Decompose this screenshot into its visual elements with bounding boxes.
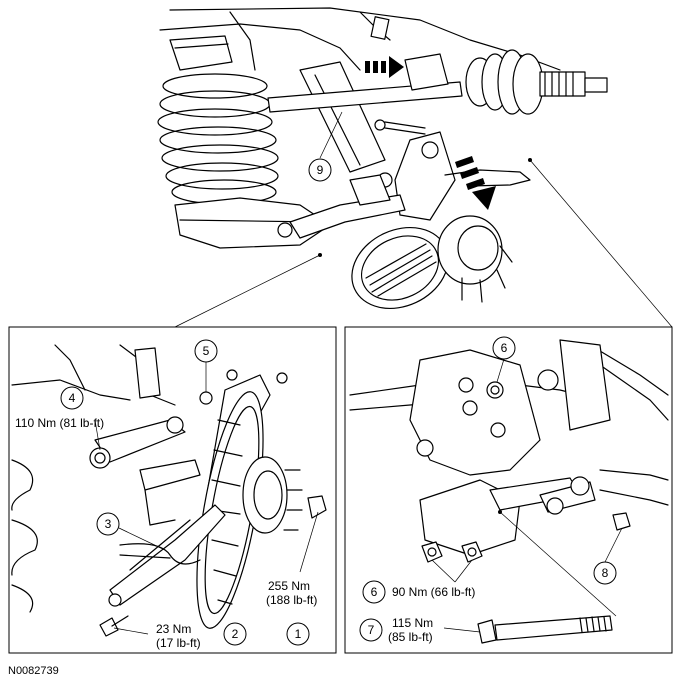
torque-label-1-line1: 255 Nm xyxy=(268,579,310,593)
direction-arrow-right xyxy=(365,56,404,78)
torque-label-1-line2: (188 lb-ft) xyxy=(266,593,317,607)
torque-label-2-line2: (17 lb-ft) xyxy=(156,636,201,650)
figure-id: N0082739 xyxy=(8,665,59,677)
callout-1: 1 xyxy=(295,627,302,641)
callout-7: 7 xyxy=(368,623,375,637)
callout-4: 4 xyxy=(69,391,76,405)
torque-label-6: 90 Nm (66 lb-ft) xyxy=(392,585,475,599)
overview-illustration: 9 xyxy=(157,7,673,328)
long-bolt xyxy=(477,615,613,644)
hub-rotor xyxy=(351,215,513,310)
coil-spring xyxy=(157,73,279,205)
direction-arrow-down xyxy=(455,156,496,210)
torque-label-4: 110 Nm (81 lb-ft) xyxy=(15,416,104,430)
callout-5: 5 xyxy=(203,344,210,358)
right-detail-panel: 6 8 6 7 90 Nm (66 lb-ft) 115 Nm (85 lb-f… xyxy=(344,326,673,654)
callout-6-top: 6 xyxy=(501,341,508,355)
cv-joint xyxy=(465,49,608,115)
torque-label-7-line2: (85 lb-ft) xyxy=(388,630,433,644)
left-detail-panel: 4 5 3 2 1 110 Nm (81 lb-ft) 23 Nm (17 lb… xyxy=(8,326,337,654)
callout-3: 3 xyxy=(105,517,112,531)
callout-8: 8 xyxy=(602,566,609,580)
callout-2: 2 xyxy=(232,627,239,641)
callout-9: 9 xyxy=(317,163,324,177)
callout-6-bottom: 6 xyxy=(371,585,378,599)
lower-nuts xyxy=(421,541,483,563)
torque-label-7-line1: 115 Nm xyxy=(392,616,433,630)
torque-label-2-line1: 23 Nm xyxy=(156,622,191,636)
